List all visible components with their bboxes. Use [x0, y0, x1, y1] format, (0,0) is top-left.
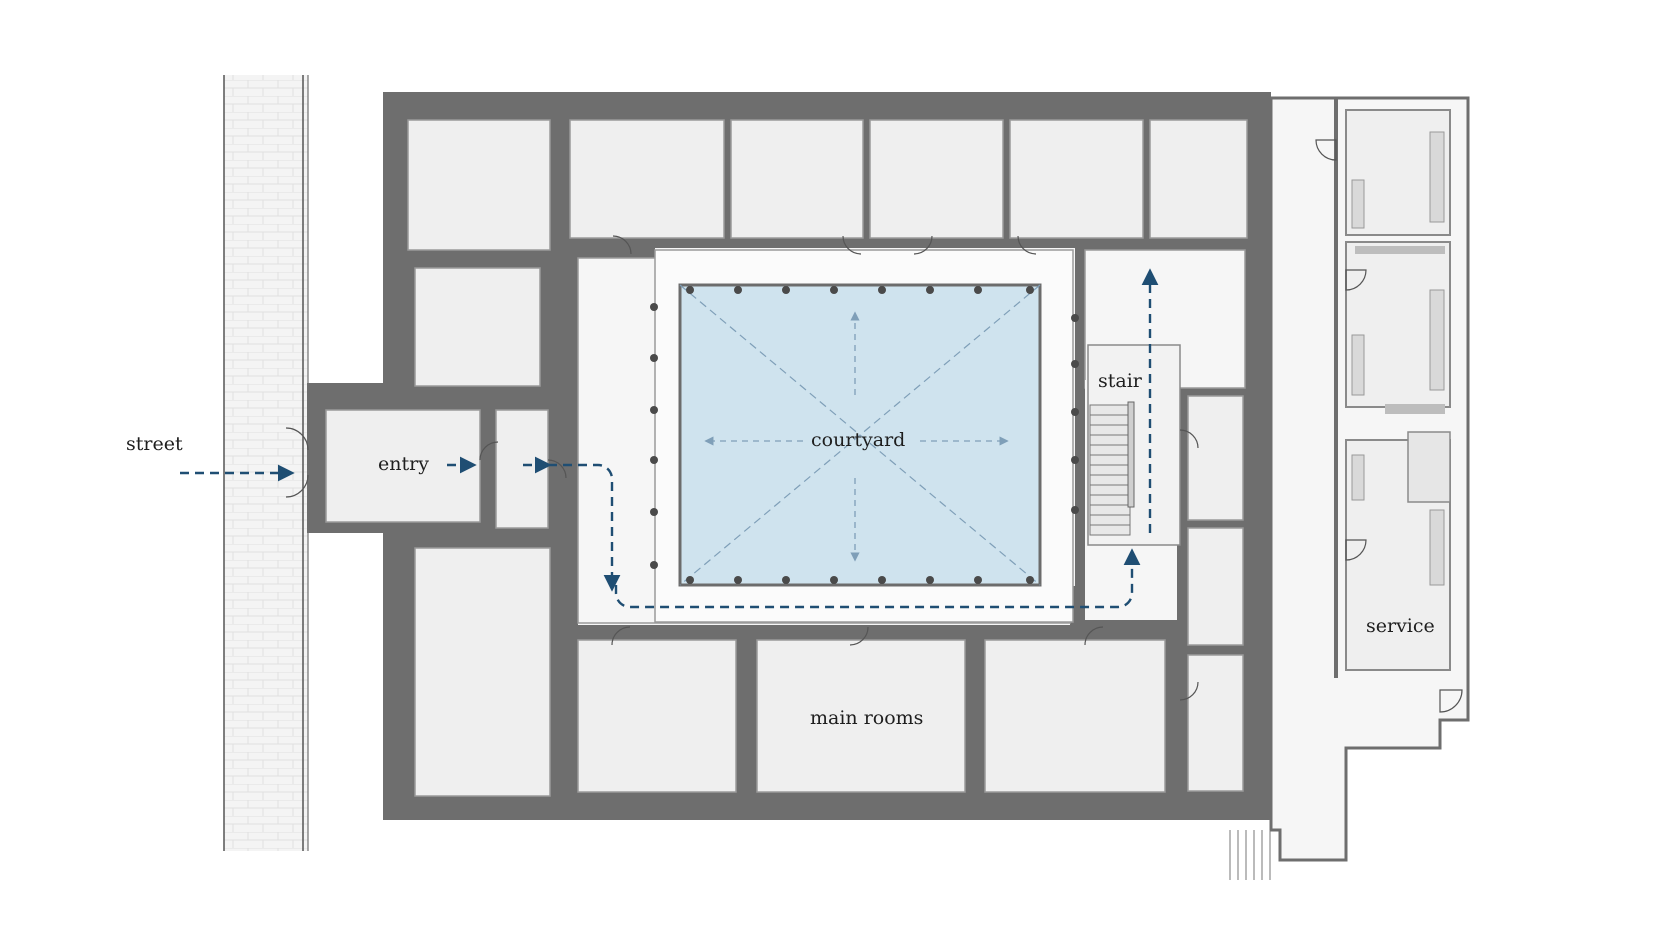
label-stair: stair — [1098, 370, 1143, 392]
service-wing — [1229, 98, 1463, 880]
label-courtyard: courtyard — [811, 429, 905, 451]
label-main-rooms: main rooms — [810, 707, 923, 729]
label-service: service — [1366, 615, 1435, 637]
label-entry: entry — [378, 453, 429, 475]
stair — [1087, 344, 1181, 546]
courtyard — [650, 249, 1079, 623]
street-pavement — [223, 75, 309, 851]
circulation-path — [180, 268, 1159, 609]
rooms — [325, 119, 1248, 797]
door-swings — [285, 235, 1199, 701]
label-street: street — [126, 433, 183, 455]
